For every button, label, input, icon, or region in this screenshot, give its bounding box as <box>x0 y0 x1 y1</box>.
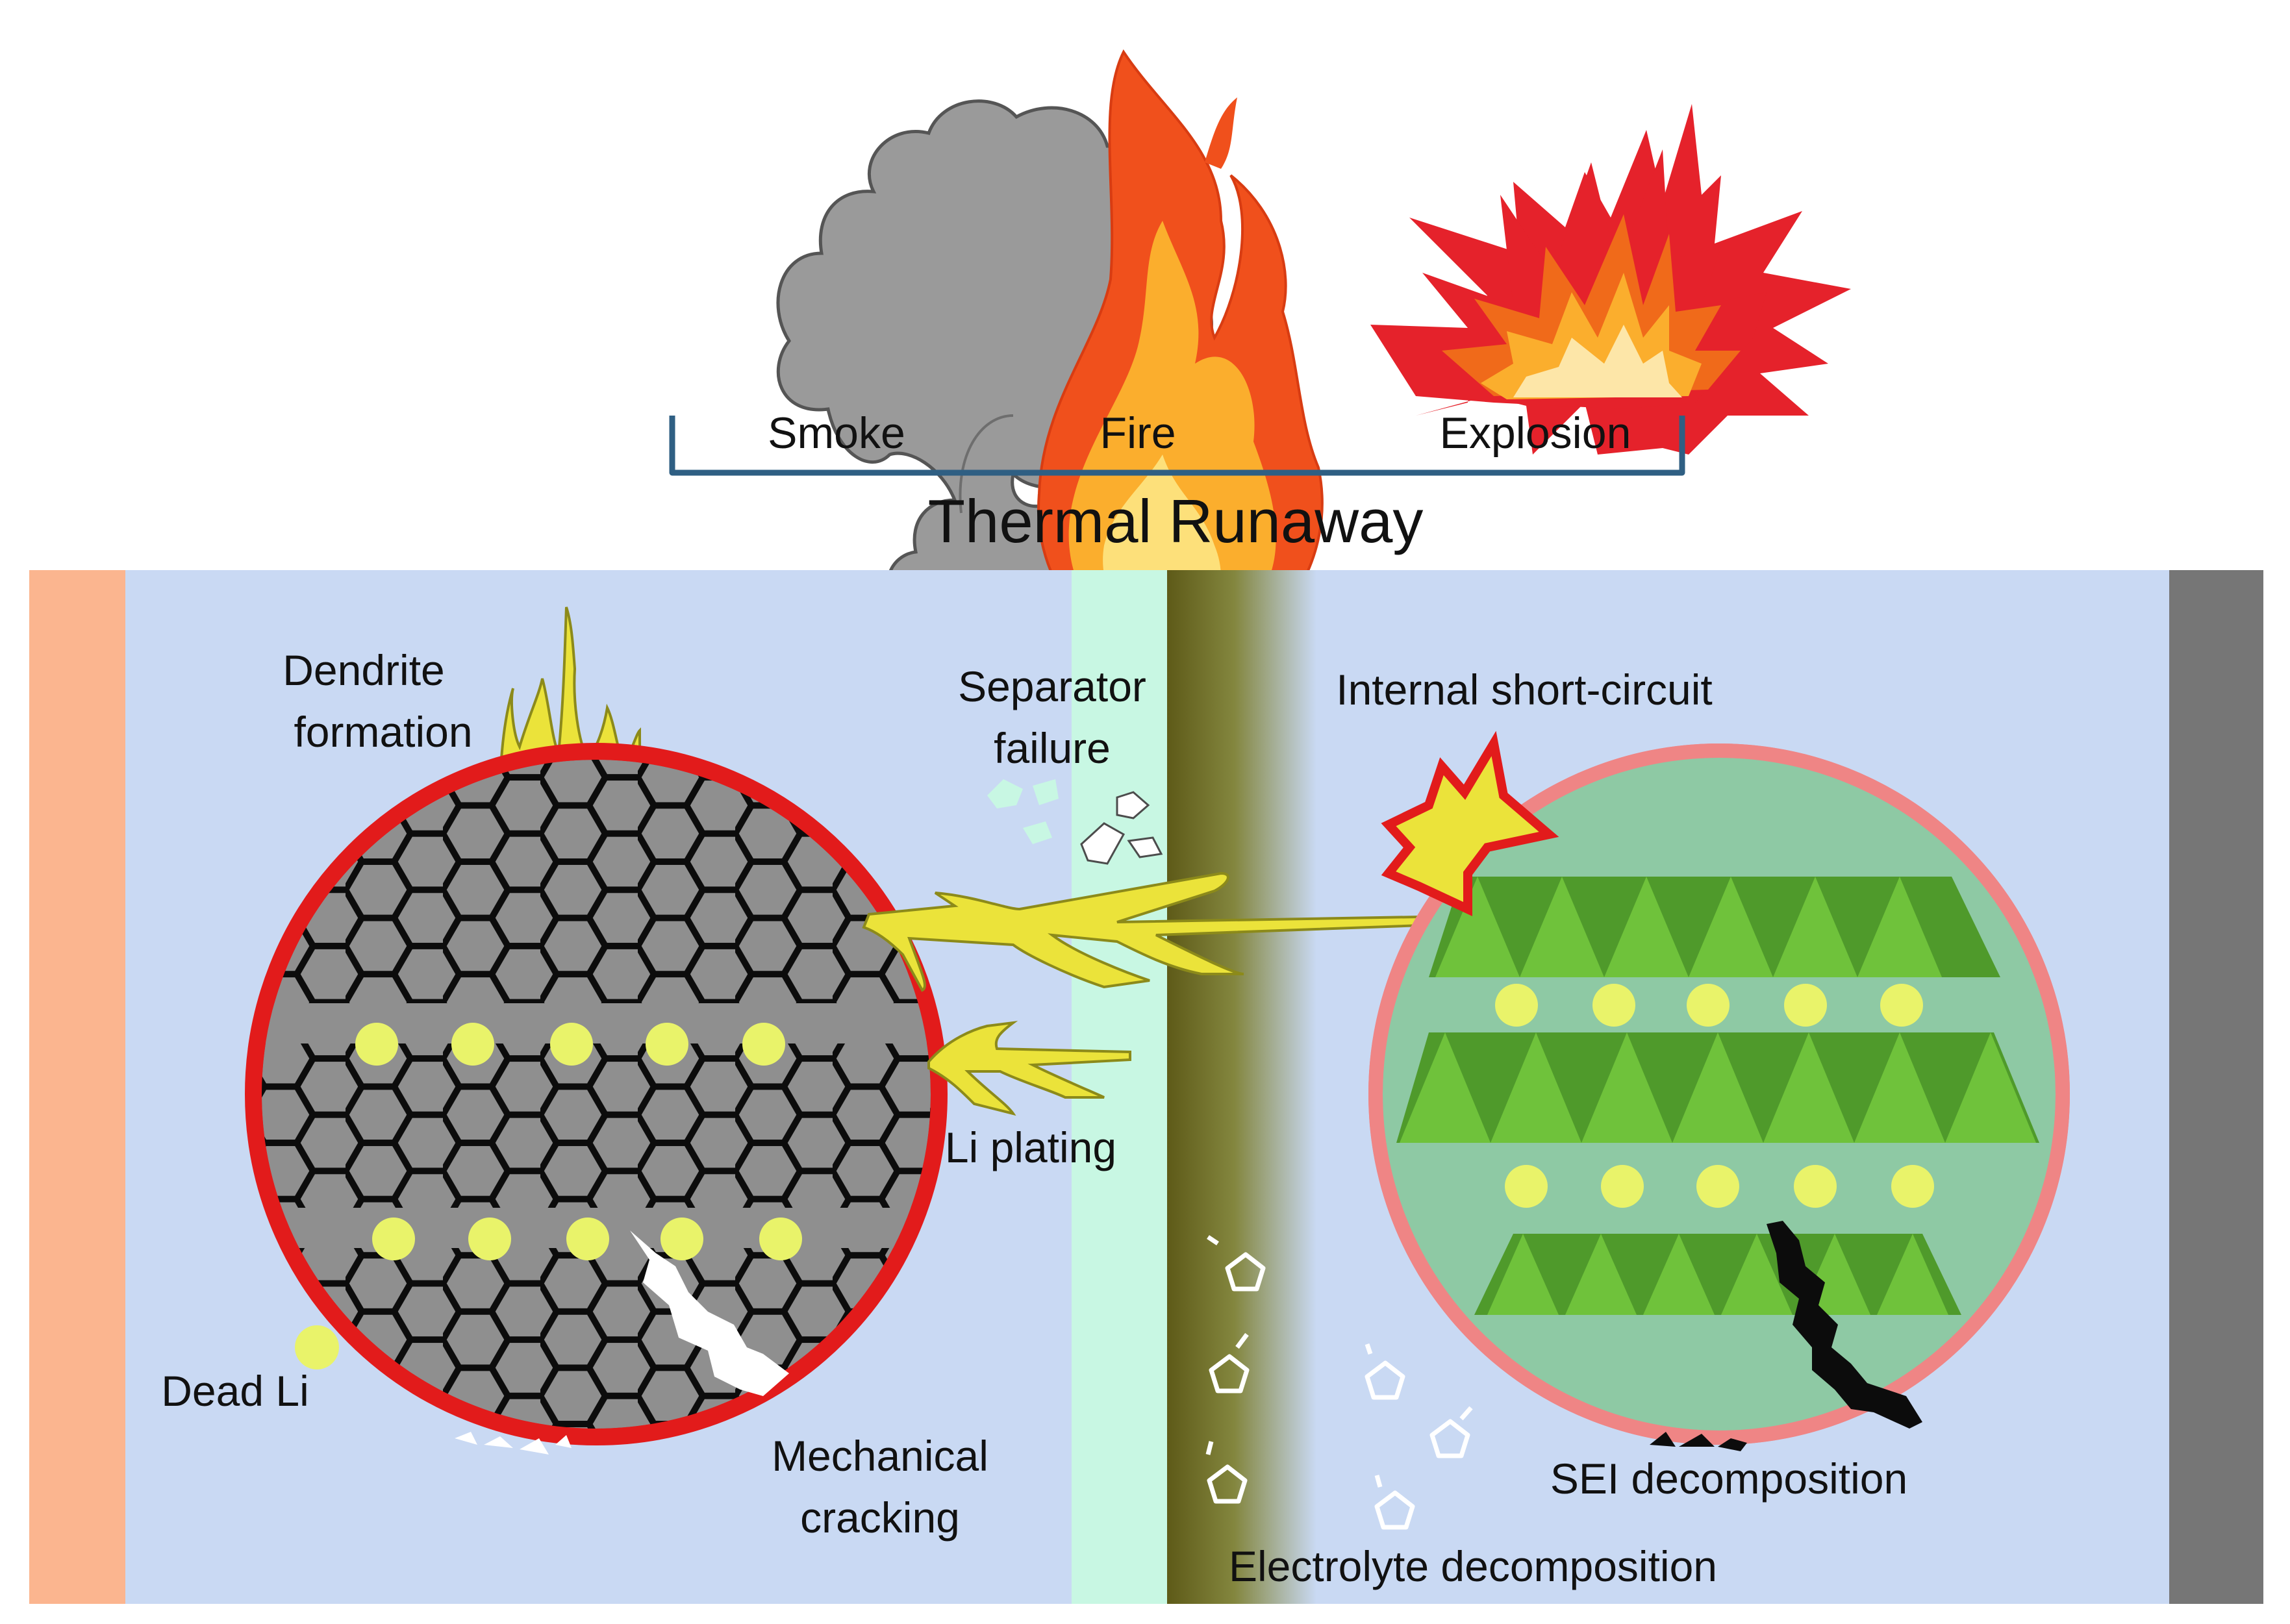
li-plating-dendrite-lower <box>927 1021 1131 1116</box>
separator-failure-label-line2: failure <box>994 724 1111 772</box>
sei-decomposition-label: SEI decomposition <box>1550 1455 1907 1503</box>
dendrite-formation-label-line1: Dendrite <box>283 646 444 694</box>
separator-degradation-gradient <box>1167 570 1316 1604</box>
short-circuit-spark-icon <box>1381 731 1559 916</box>
cathode-particle <box>1368 743 2070 1445</box>
hazards-bracket <box>669 416 1685 476</box>
smoke-label: Smoke <box>768 408 905 458</box>
explosion-label: Explosion <box>1440 408 1631 458</box>
anode-graphite-particle <box>245 743 948 1445</box>
li-plating-dendrite-upper <box>862 871 1424 992</box>
li-ions-anode <box>355 1023 802 1260</box>
dendrite-formation-label-line2: formation <box>294 708 472 756</box>
separator <box>1072 570 1169 1604</box>
dead-li-label: Dead Li <box>161 1367 309 1415</box>
sei-fragments-anode <box>455 1432 572 1455</box>
cathode-current-collector <box>2169 570 2263 1604</box>
mechanical-cracking-label-line1: Mechanical <box>772 1432 988 1480</box>
separator-failure-label-line1: Separator <box>958 662 1146 710</box>
li-plating-label: Li plating <box>945 1123 1116 1171</box>
li-ions-cathode <box>1495 984 1934 1208</box>
separator-fragments <box>987 779 1163 865</box>
solvent-molecule-icon <box>1205 1235 1473 1530</box>
page-title: Thermal Runaway <box>928 487 1424 555</box>
explosion-icon <box>1370 104 1851 455</box>
mechanical-cracking-label-line2: cracking <box>800 1493 960 1542</box>
anode-current-collector <box>29 570 125 1604</box>
dead-li-ion <box>295 1325 339 1369</box>
internal-short-circuit-label: Internal short-circuit <box>1336 666 1713 714</box>
mechanical-crack <box>630 1230 789 1396</box>
fire-icon <box>1037 49 1324 659</box>
cathode-crack <box>1767 1221 1922 1429</box>
electrolyte-decomposition-label: Electrolyte decomposition <box>1229 1542 1717 1590</box>
fire-label: Fire <box>1100 408 1176 458</box>
sei-fragments-cathode <box>1650 1432 1747 1451</box>
